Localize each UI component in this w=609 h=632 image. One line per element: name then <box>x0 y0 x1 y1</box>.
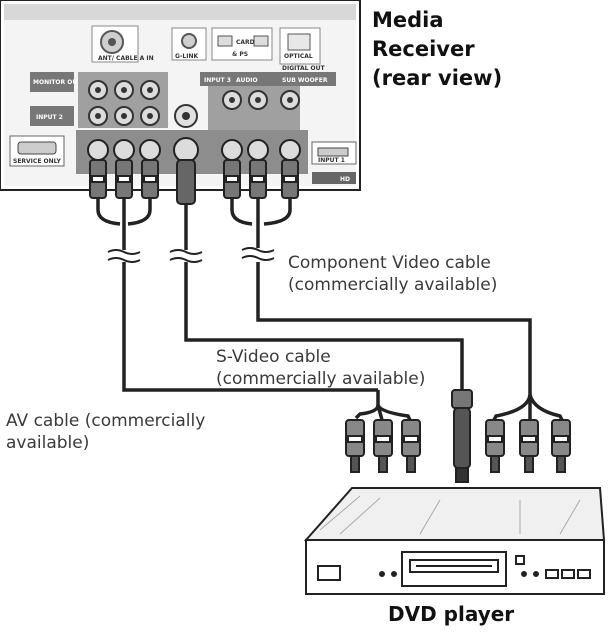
component-cable-label-line2: (commercially available) <box>288 275 498 295</box>
input3-jacks <box>222 90 300 110</box>
component-cable <box>230 198 564 421</box>
input3-label: INPUT 3 <box>204 77 231 84</box>
sub-woofer-label: SUB WOOFER <box>282 77 328 84</box>
input1-label: INPUT 1 <box>318 157 345 164</box>
av-cable-label-line2: available) <box>6 433 90 453</box>
receiver-title: Media Receiver (rear view) <box>372 6 502 93</box>
receiver-rear-panel: ANT/ CABLE A IN G-LINK CARD & PS OPTICAL… <box>0 0 361 191</box>
ant-label: ANT/ CABLE A IN <box>98 55 154 62</box>
monitor-out-jacks <box>88 80 160 100</box>
g-link-label: G-LINK <box>175 53 198 60</box>
component-cable-label-line1: Component Video cable <box>288 253 491 273</box>
cable-break-marks <box>107 247 275 263</box>
ps-label: & PS <box>232 51 248 58</box>
cables <box>96 198 564 421</box>
receiver-plugs <box>89 159 299 205</box>
dvd-plugs <box>345 389 571 483</box>
component-plugs-bottom <box>485 419 571 473</box>
av-plugs-bottom <box>345 419 421 473</box>
audio-label: AUDIO <box>236 77 258 84</box>
hdmi-port: INPUT 1 HD <box>311 141 357 184</box>
input2-jacks <box>88 104 198 128</box>
av-cable-label: AV cable (commercially available) <box>6 410 205 454</box>
optical-label: OPTICAL <box>284 53 313 60</box>
digital-out-label: DIGITAL OUT <box>282 65 326 72</box>
dvd-player <box>303 487 606 595</box>
optical-out-jack: OPTICAL <box>279 27 321 65</box>
component-cable-label: Component Video cable (commercially avai… <box>288 252 497 296</box>
input2-label: INPUT 2 <box>36 114 63 121</box>
antenna-jack: ANT/ CABLE A IN <box>91 25 154 63</box>
g-link-jack: G-LINK <box>171 27 207 61</box>
svideo-cable-label-line2: (commercially available) <box>216 369 426 389</box>
card-label: CARD <box>236 39 255 46</box>
av-plugs-top <box>89 159 159 199</box>
receiver-title-line3: (rear view) <box>372 66 503 90</box>
svideo-cable-label: S-Video cable (commercially available) <box>216 346 425 390</box>
receiver-title-line1: Media <box>372 8 444 32</box>
service-only-label: SERVICE ONLY <box>13 158 62 165</box>
av-cable-label-line1: AV cable (commercially <box>6 411 206 431</box>
hd-label: HD <box>340 176 350 183</box>
svideo-cable-label-line1: S-Video cable <box>216 347 331 367</box>
service-port: SERVICE ONLY <box>9 135 65 167</box>
component-plugs-top <box>223 159 299 199</box>
svideo-cable <box>184 204 464 390</box>
monitor-out-label: MONITOR OUT <box>33 79 82 86</box>
svideo-plug-bottom <box>451 389 473 483</box>
av-cable <box>96 198 412 421</box>
card-slot: CARD & PS <box>211 27 273 61</box>
receiver-title-line2: Receiver <box>372 37 475 61</box>
dvd-player-label: DVD player <box>388 602 515 626</box>
svideo-plug-top <box>176 159 196 205</box>
